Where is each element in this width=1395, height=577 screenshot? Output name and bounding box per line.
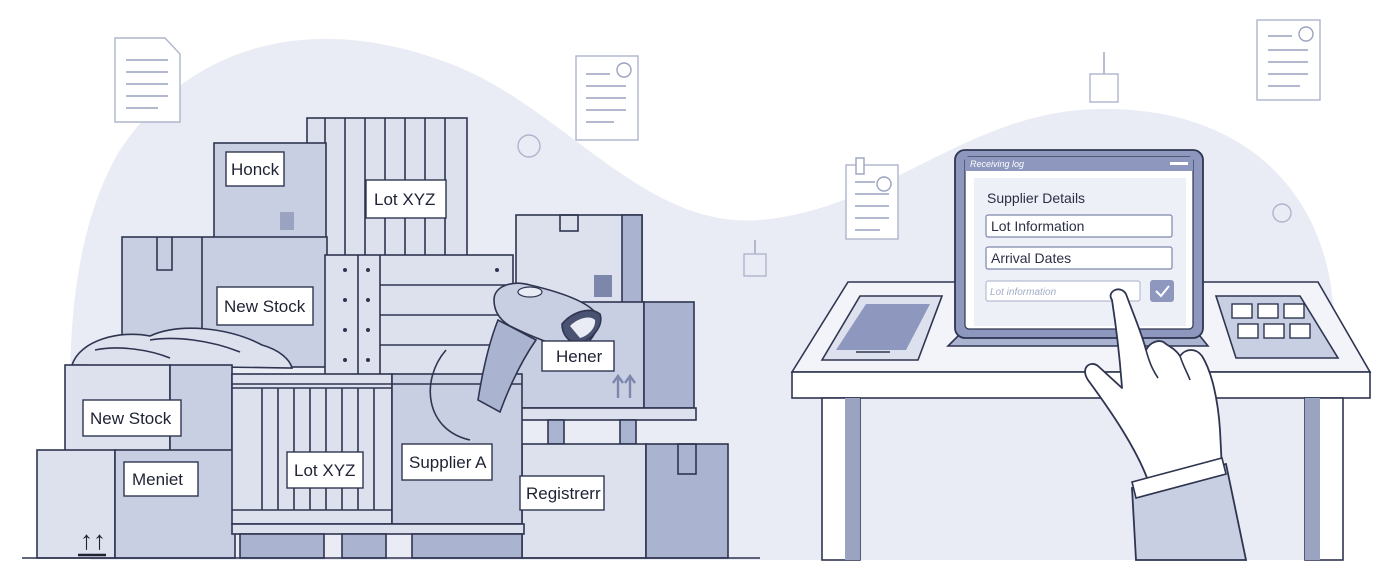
hanging-tag-icon [1089, 52, 1119, 103]
tag-lot-top-text: Lot XYZ [374, 190, 435, 209]
tag-honck-text: Honck [231, 160, 280, 179]
document-icon [114, 37, 181, 123]
tag-registrerr: Registrerr [519, 475, 605, 511]
tag-new-stock-2-text: New Stock [90, 409, 172, 428]
window-title: Receiving log [970, 159, 1024, 169]
circle-decoration [517, 134, 541, 158]
tag-hener: Hener [541, 340, 615, 372]
minimize-icon[interactable] [1170, 162, 1188, 165]
tag-lot-top: Lot XYZ [365, 179, 447, 219]
tag-registrerr-text: Registrerr [526, 484, 601, 503]
monitor: Receiving log Supplier Details Lot Infor… [946, 149, 1210, 347]
tag-hener-text: Hener [556, 347, 603, 366]
tag-lot-bottom-text: Lot XYZ [294, 461, 355, 480]
lot-information-value: Lot Information [991, 218, 1084, 234]
lot-entry-placeholder: Lot information [990, 287, 1057, 298]
circle-decoration [1272, 203, 1292, 223]
pointing-hand [1084, 288, 1248, 561]
clipboard-icon [845, 157, 899, 240]
report-icon [575, 55, 639, 141]
arrival-dates-field[interactable]: Arrival Dates [985, 246, 1173, 270]
tag-meniet-text: Meniet [132, 470, 183, 489]
tag-supplier-text: Supplier A [409, 453, 487, 472]
this-way-up-icon: ↑↑ [80, 525, 106, 555]
tag-new-stock-1: New Stock [216, 286, 314, 326]
lot-entry-field[interactable]: Lot information [985, 280, 1141, 302]
lot-information-field[interactable]: Lot Information [985, 214, 1173, 238]
tag-honck: Honck [225, 151, 285, 187]
form-heading: Supplier Details [987, 190, 1085, 206]
tag-new-stock-1-text: New Stock [224, 297, 306, 316]
confirm-button[interactable] [1150, 280, 1174, 302]
tag-supplier: Supplier A [401, 443, 493, 481]
arrival-dates-value: Arrival Dates [991, 250, 1071, 266]
hanging-tag-icon [743, 240, 767, 277]
tag-new-stock-2: New Stock [82, 399, 182, 437]
tag-lot-bottom: Lot XYZ [286, 451, 364, 489]
checklist-icon [1256, 19, 1321, 101]
barcode-scanner-icon [429, 282, 602, 441]
tag-meniet: Meniet [123, 461, 199, 497]
check-icon [1155, 285, 1170, 298]
